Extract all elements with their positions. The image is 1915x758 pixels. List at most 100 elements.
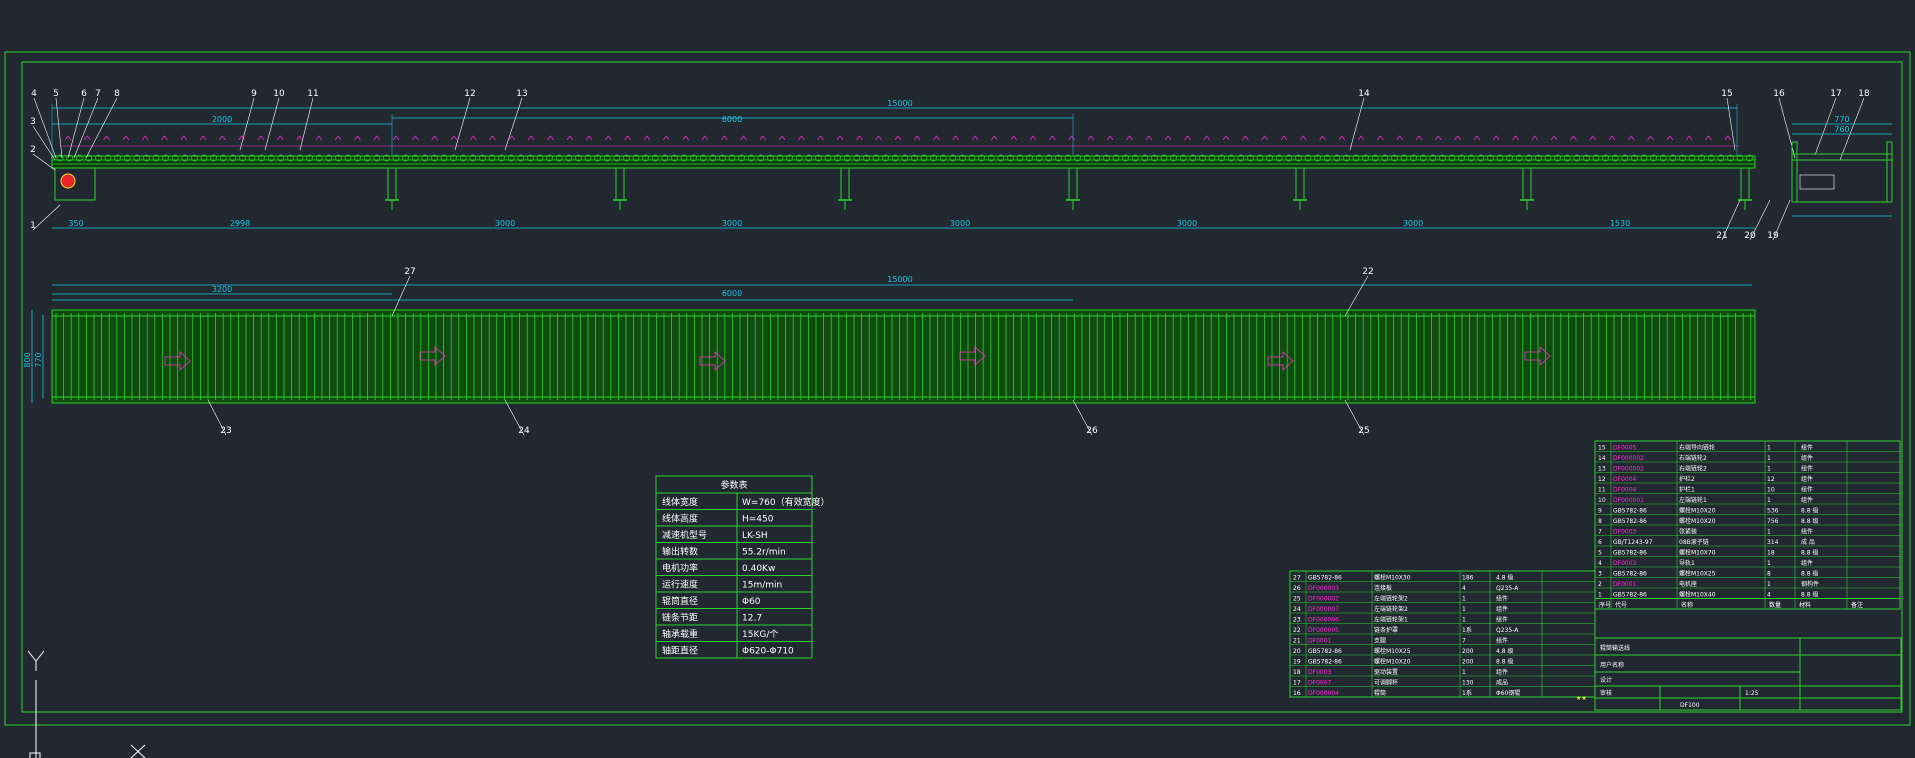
side-roller [1583,154,1590,162]
plan-dim-3200: 3200 [212,285,232,294]
side-roller [1515,154,1523,162]
dim-3000-a: 3000 [495,219,515,228]
side-roller [738,154,745,162]
bom-code: DF000006 [1308,617,1339,624]
side-roller [1285,154,1293,162]
params-name: 输出转数 [662,546,698,558]
guard-mark [798,135,805,141]
bom-name: 链条护罩 [1374,626,1398,634]
side-roller [1554,154,1561,162]
bom-name: 驱动装置 [1374,668,1398,676]
guard-mark [1357,135,1365,141]
side-roller [891,154,899,162]
bom-no: 10 [1598,497,1606,504]
bom-material: 组件 [1496,637,1508,645]
side-roller [987,154,995,162]
side-roller [613,154,621,162]
support-leg [1295,167,1305,201]
bom-name: 连接板 [1374,584,1392,592]
bom-code: DF0001 [1613,581,1637,588]
bom-name: 螺栓M10X25 [1374,647,1411,655]
side-roller [776,154,784,162]
balloon-label: 22 [1362,267,1373,277]
side-roller [575,154,582,162]
bom-no: 12 [1598,476,1606,483]
leader-line [1814,97,1837,156]
side-roller [1247,154,1254,162]
params-value: 15KG/个 [742,629,778,640]
bom-qty: 536 [1767,508,1779,515]
side-roller [1659,154,1667,162]
side-roller [1314,154,1321,162]
guard-mark [1203,135,1210,141]
leader-line [391,275,411,317]
side-roller [1477,154,1485,162]
bom-code: DF0003 [1613,560,1637,567]
side-roller [930,154,937,162]
balloon-label: 27 [404,267,415,277]
side-roller [1323,154,1331,162]
bom-material: 8.8 级 [1801,549,1818,557]
bom-code: GB5782-86 [1308,575,1342,582]
side-roller [1535,154,1542,162]
dim-15000: 15000 [887,99,912,108]
leader-line [504,399,525,436]
side-roller [488,154,496,162]
side-roller [642,154,649,162]
leader-line [264,97,280,151]
guard-mark [1145,135,1153,141]
bom-name: 右端链轮2 [1679,454,1707,462]
guard-mark [219,135,226,141]
guard-mark [605,135,612,141]
bom-code: GB5782-86 [1613,592,1647,599]
guard-mark [720,135,728,141]
side-roller [1199,154,1206,162]
balloon-label: 11 [307,89,318,99]
guard-mark [1589,135,1596,141]
guard-mark [952,135,960,141]
side-roller [335,154,342,162]
bom-material: 4.8 级 [1496,574,1513,582]
guard-mark [334,135,342,141]
side-roller [1026,154,1033,162]
bom-qty: 7 [1462,638,1466,645]
side-roller [1602,154,1609,162]
side-roller [661,154,669,162]
side-roller [267,154,275,162]
balloon-label: 1 [30,221,36,231]
guard-mark [740,135,747,141]
side-roller [181,154,189,162]
bom-no: 13 [1598,466,1606,473]
guard-mark [933,135,940,141]
dim-2998: 2998 [230,219,250,228]
side-roller [699,154,707,162]
side-roller [863,154,870,162]
bom-material: 组件 [1496,605,1508,613]
guard-mark [508,135,516,141]
bom-material: 8.8 级 [1801,591,1818,599]
guard-mark [991,135,998,141]
bom-qty: 130 [1462,680,1474,687]
bom-code: GB5782-86 [1613,571,1647,578]
bom-qty: 1系 [1462,626,1472,634]
side-roller [421,154,429,162]
side-roller [325,154,333,162]
ucs-icon [27,650,146,758]
params-value: 0.40Kw [742,564,775,574]
side-roller [258,154,265,162]
side-roller [1467,154,1475,162]
side-roller [834,154,841,162]
guard-mark [566,135,574,141]
guard-mark [1705,135,1712,141]
side-legs [385,167,1752,210]
bom-material: 成 品 [1801,538,1815,546]
side-roller [191,154,198,162]
side-roller [690,154,697,162]
bom-code: DF000002 [1613,455,1644,462]
bom-no: 2 [1598,581,1602,588]
bom-code: DF000001 [1613,497,1644,504]
leader-line [67,97,85,159]
side-roller [719,154,726,162]
